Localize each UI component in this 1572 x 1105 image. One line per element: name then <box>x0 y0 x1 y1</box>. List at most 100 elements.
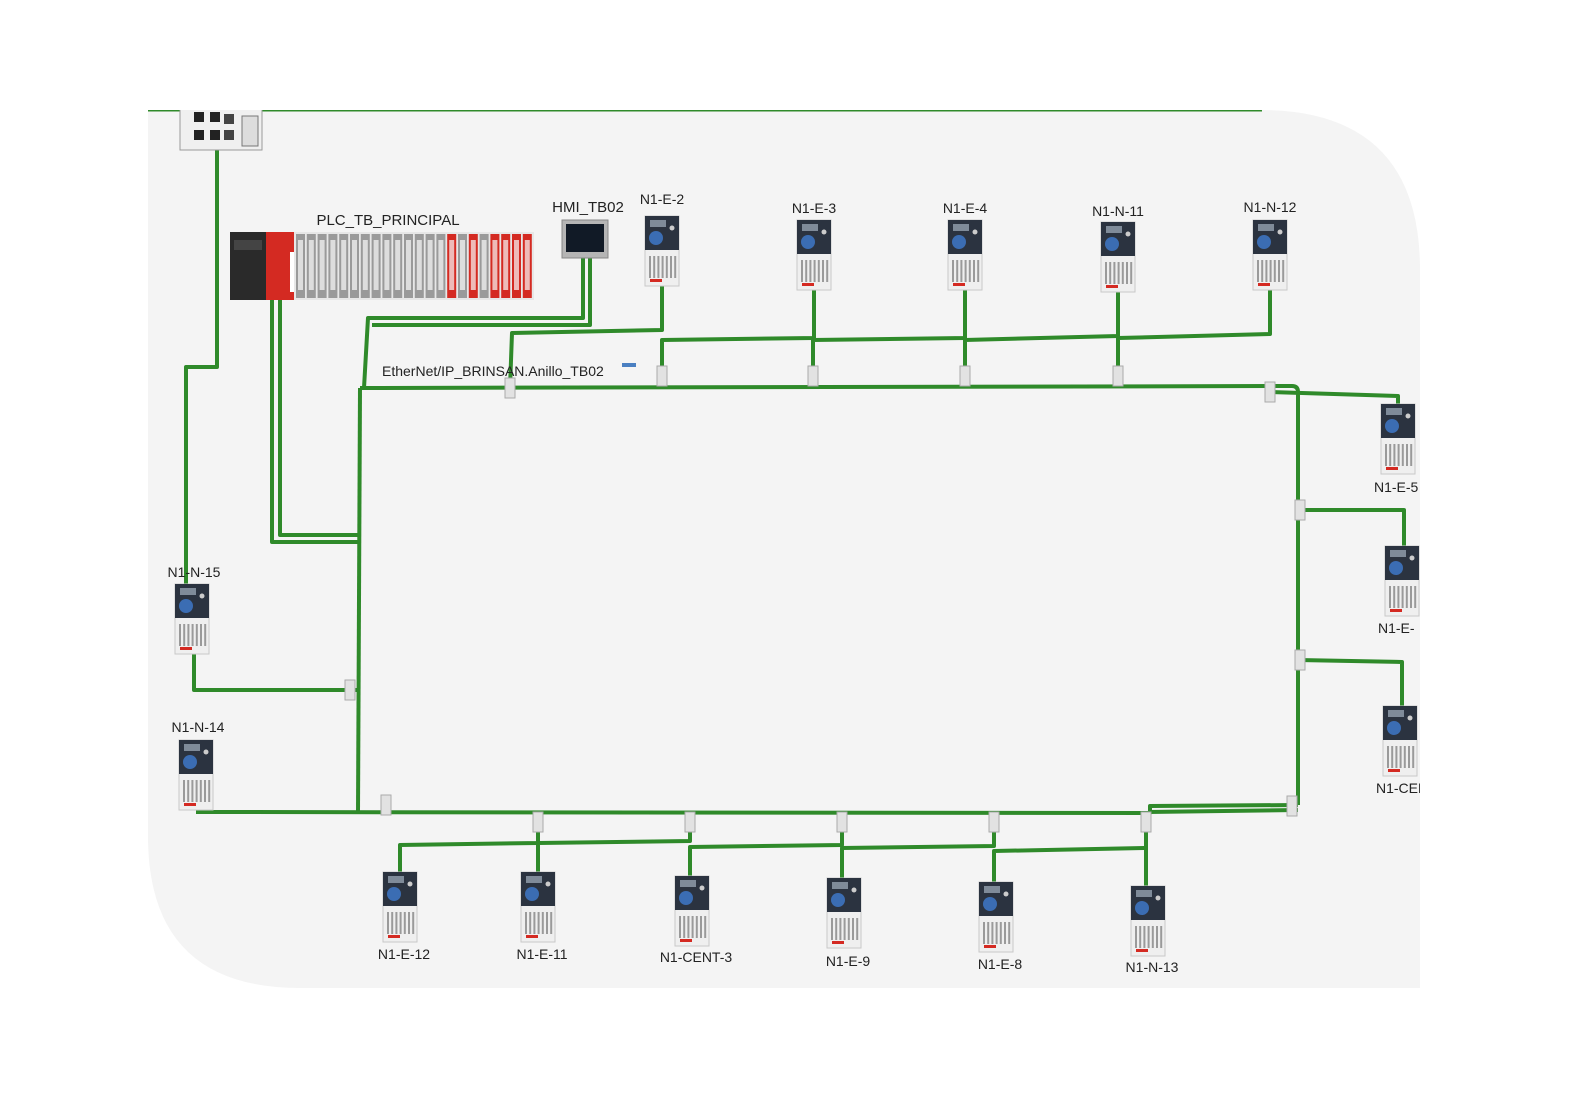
plc-io-terminal <box>427 240 433 290</box>
hmi-to-ring-cable-b <box>372 255 592 327</box>
drive-vent <box>1405 586 1408 608</box>
drive-vent <box>977 260 980 282</box>
drive-label: N1-E-11 <box>516 946 567 962</box>
drive-label: N1-N-11 <box>1092 203 1144 219</box>
drive-button-icon <box>972 229 978 235</box>
drive-vent <box>1117 262 1120 284</box>
drive-display <box>1388 710 1404 717</box>
drive-vent <box>956 260 959 282</box>
drive-vent <box>546 912 548 934</box>
drive-n1-e-9[interactable]: N1-E-9 <box>826 877 871 969</box>
drop-n1-e-4 <box>811 290 967 388</box>
drive-vent <box>1008 922 1011 944</box>
drive-vent <box>1403 746 1406 768</box>
plc-io-terminal <box>319 240 325 290</box>
drive-button-icon <box>407 881 413 887</box>
drive-vent <box>399 912 402 934</box>
plc-io-terminal <box>362 240 368 290</box>
drive-n1-n-15[interactable]: N1-N-15 <box>168 564 221 655</box>
drive-n1-e-3[interactable]: N1-E-3 <box>792 200 837 291</box>
drive-dial-icon <box>679 891 693 905</box>
drive-n1-n-12[interactable]: N1-N-12 <box>1244 199 1297 291</box>
drive-vent <box>550 912 553 934</box>
drive-n1-cen[interactable]: N1-CEN <box>1376 705 1428 796</box>
drive-vent <box>674 256 677 278</box>
drive-button-icon <box>821 229 827 235</box>
plc-io-terminal <box>373 240 379 290</box>
plc-io-terminal <box>384 240 390 290</box>
drive-vent <box>1130 262 1133 284</box>
drive-dial-icon <box>801 235 815 249</box>
drive-vent <box>195 780 198 802</box>
drive-n1-e-4[interactable]: N1-E-4 <box>943 200 988 291</box>
ring-tap <box>836 811 848 833</box>
plc-io-terminal <box>341 240 347 290</box>
drive-n1-e-11[interactable]: N1-E-11 <box>516 871 568 962</box>
drop-n1-n-12 <box>1116 290 1272 388</box>
drive-vent <box>537 912 540 934</box>
drive-brand-mark <box>1390 609 1402 612</box>
drive-label: N1-E-3 <box>792 200 837 216</box>
drive-n1-e-12[interactable]: N1-E-12 <box>378 871 430 962</box>
drive-label: N1-E-4 <box>943 200 988 216</box>
drive-brand-mark <box>180 647 192 650</box>
plc-io-terminal <box>298 240 303 290</box>
drive-vent <box>1257 260 1259 282</box>
drive-brand-mark <box>1388 769 1400 772</box>
drive-display <box>526 876 542 883</box>
drive-vent <box>541 912 544 934</box>
drive-vent <box>983 922 985 944</box>
drive-vent <box>1121 262 1124 284</box>
drive-button-icon <box>1003 891 1009 897</box>
drive-dial-icon <box>1385 419 1399 433</box>
drive-vent <box>1278 260 1280 282</box>
drive-dial-icon <box>179 599 193 613</box>
drive-vent <box>670 256 672 278</box>
drop-n1-e-3 <box>660 290 816 388</box>
drop-n1-n-15 <box>192 652 358 692</box>
drive-n1-e-2[interactable]: N1-E-2 <box>640 191 685 287</box>
ring-tap <box>807 365 819 387</box>
drive-n1-n-11[interactable]: N1-N-11 <box>1092 203 1144 293</box>
drive-vent <box>200 624 202 646</box>
drive-vent <box>1135 926 1137 948</box>
drive-label: N1-CENT-3 <box>660 949 733 965</box>
drive-vent <box>817 260 820 282</box>
drive-vent <box>1397 444 1400 466</box>
drive-n1-n-14[interactable]: N1-N-14 <box>172 719 225 811</box>
drive-vent <box>1143 926 1146 948</box>
drive-vent <box>1109 262 1112 284</box>
drive-dial-icon <box>952 235 966 249</box>
drive-dial-icon <box>983 897 997 911</box>
drive-vent <box>1410 586 1412 608</box>
drive-button-icon <box>1407 715 1413 721</box>
drive-label: N1-N-13 <box>1126 959 1179 975</box>
drive-vent <box>1156 926 1158 948</box>
drive-vent <box>1105 262 1107 284</box>
drive-vent <box>1399 746 1402 768</box>
drive-display <box>953 224 969 231</box>
drive-label: N1-E- <box>1378 620 1415 636</box>
hmi-panel[interactable] <box>561 219 609 259</box>
drive-vent <box>1395 746 1398 768</box>
drive-vent <box>847 918 850 940</box>
drive-n1-n-13[interactable]: N1-N-13 <box>1126 885 1179 975</box>
drive-dial-icon <box>1389 561 1403 575</box>
drive-n1-e-5[interactable]: N1-E-5 <box>1374 403 1419 495</box>
ring-left-cable <box>356 387 362 813</box>
drive-vent <box>1004 922 1006 944</box>
hmi-label: HMI_TB02 <box>552 199 624 216</box>
plc-io-terminal <box>308 240 314 290</box>
drive-n1-e-8[interactable]: N1-E-8 <box>978 881 1023 972</box>
network-label-marker <box>622 363 636 367</box>
drive-n1-cent-3[interactable]: N1-CENT-3 <box>660 875 733 965</box>
drive-vent <box>843 918 846 940</box>
drive-dial-icon <box>387 887 401 901</box>
drive-display <box>1106 226 1122 233</box>
plc-io-terminal <box>514 240 519 290</box>
ring-tap <box>344 679 356 701</box>
ring-tap <box>988 811 1000 833</box>
ring-tap <box>1294 649 1306 671</box>
drive-n1-e-[interactable]: N1-E- <box>1378 545 1420 636</box>
